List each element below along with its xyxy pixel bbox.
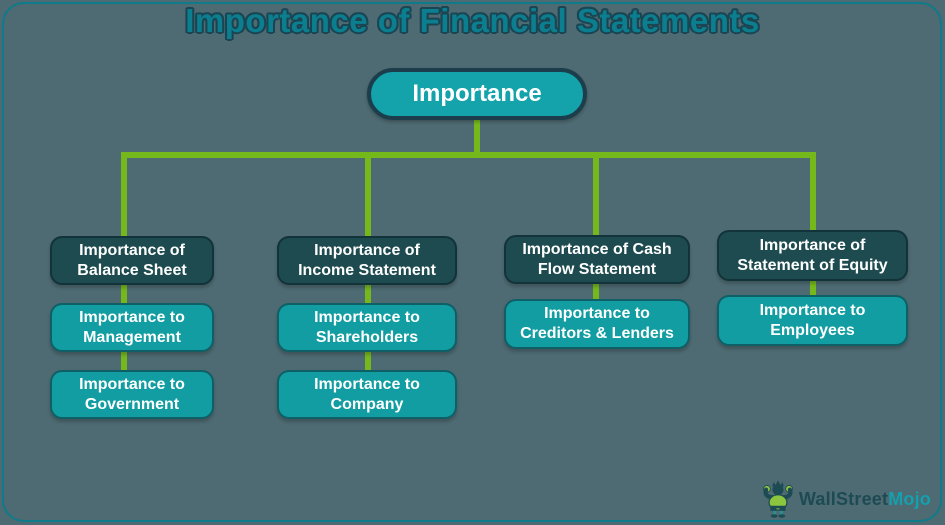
- connector-root-stem-line: [474, 118, 480, 156]
- connector-column-3-line: [593, 152, 599, 312]
- wallstreetmojo-logo: WallStreetMojo: [761, 479, 931, 519]
- diagram-title: Importance of Financial Statements: [185, 2, 760, 39]
- column-3-child-creditors-lenders: Importance to Creditors & Lenders: [504, 299, 690, 349]
- column-2-child-company: Importance to Company: [277, 370, 457, 419]
- column-4-child-employees: Importance to Employees: [717, 295, 908, 346]
- wallstreetmojo-mascot-icon: [761, 479, 795, 519]
- column-2-header-income-statement: Importance of Income Statement: [277, 236, 457, 285]
- column-4-header-statement-of-equity: Importance of Statement of Equity: [717, 230, 908, 281]
- column-1-header-balance-sheet: Importance of Balance Sheet: [50, 236, 214, 285]
- wallstreetmojo-wordmark: WallStreetMojo: [799, 489, 931, 510]
- root-node-importance: Importance: [367, 68, 587, 120]
- column-2-child-shareholders: Importance to Shareholders: [277, 303, 457, 352]
- column-1-child-government: Importance to Government: [50, 370, 214, 419]
- wordmark-mojo: Mojo: [888, 488, 931, 509]
- connector-horizontal-line: [121, 152, 816, 158]
- wordmark-wallstreet: WallStreet: [798, 488, 889, 509]
- column-1-child-management: Importance to Management: [50, 303, 214, 352]
- column-3-header-cash-flow-statement: Importance of Cash Flow Statement: [504, 235, 690, 284]
